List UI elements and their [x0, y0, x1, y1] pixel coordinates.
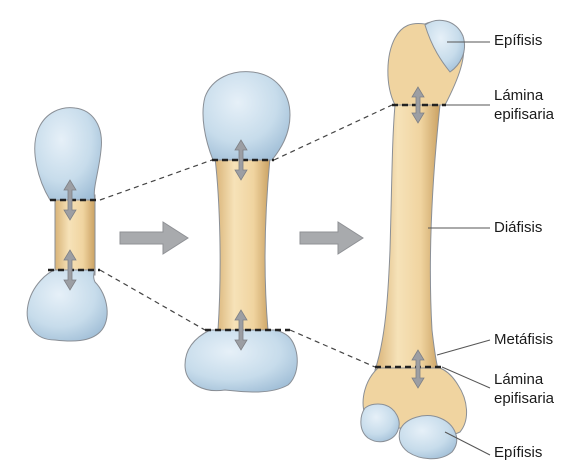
label-growth-plate-bottom-line1: Lámina — [494, 370, 543, 389]
bone-3-bottom-cartilage-right — [399, 416, 456, 459]
bone-3-shaft — [375, 105, 440, 373]
bone-stage-1 — [27, 108, 107, 341]
label-growth-plate-top-line1: Lámina — [494, 86, 543, 105]
label-epiphysis-bottom: Epífisis — [494, 443, 542, 462]
label-diaphysis: Diáfisis — [494, 218, 542, 237]
bone-2-top-cartilage — [203, 72, 290, 160]
bone-stage-3 — [361, 20, 467, 458]
bone-1-shaft — [55, 195, 95, 275]
label-growth-plate-top-line2: epifisaria — [494, 105, 554, 124]
label-metaphysis: Metáfisis — [494, 330, 553, 349]
bone-2-shaft — [215, 158, 270, 330]
bone-3-bottom-cartilage-left — [361, 404, 399, 442]
stage-arrow-icon — [120, 222, 188, 254]
bone-stage-2 — [185, 72, 297, 392]
stage-arrow-icon — [300, 222, 363, 254]
label-growth-plate-bottom-line2: epifisaria — [494, 389, 554, 408]
label-epiphysis-top: Epífisis — [494, 31, 542, 50]
